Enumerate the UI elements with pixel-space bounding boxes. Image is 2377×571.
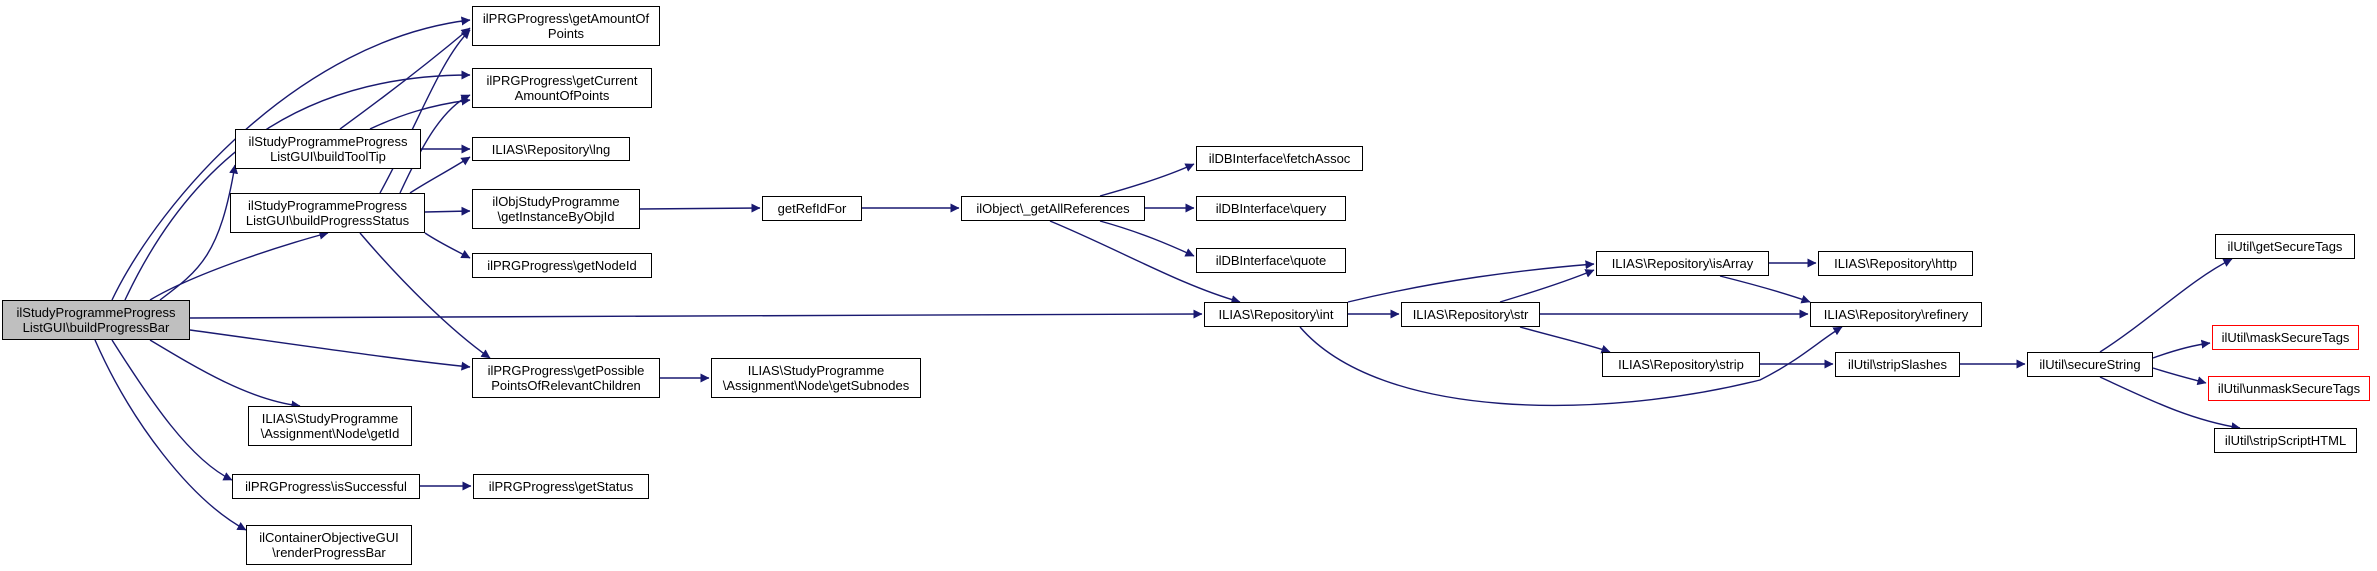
call-edge: [424, 232, 471, 259]
call-edge: [339, 27, 471, 130]
node-getsecuretags[interactable]: ilUtil\getSecureTags: [2215, 234, 2355, 259]
node-getsubnodes[interactable]: ILIAS\StudyProgramme \Assignment\Node\ge…: [711, 358, 921, 398]
node-getcurrentamountofpoints[interactable]: ilPRGProgress\getCurrent AmountOfPoints: [472, 68, 652, 108]
call-edge: [1299, 326, 1843, 407]
node-repository-strip[interactable]: ILIAS\Repository\strip: [1602, 352, 1760, 377]
call-edge: [2152, 367, 2207, 386]
call-edge: [639, 203, 761, 213]
node-dbinterface-query[interactable]: ilDBInterface\query: [1196, 196, 1346, 221]
node-getallreferences[interactable]: ilObject\_getAllReferences: [961, 196, 1145, 221]
node-getamountofpoints[interactable]: ilPRGProgress\getAmountOf Points: [472, 6, 660, 46]
call-edge: [424, 206, 471, 216]
node-repository-str[interactable]: ILIAS\Repository\str: [1401, 302, 1540, 327]
node-getnodeid[interactable]: ilPRGProgress\getNodeId: [472, 253, 652, 278]
node-repository-refinery[interactable]: ILIAS\Repository\refinery: [1810, 302, 1982, 327]
call-edge: [1099, 163, 1195, 197]
call-edge: [409, 156, 471, 194]
node-buildprogressbar[interactable]: ilStudyProgrammeProgress ListGUI\buildPr…: [2, 300, 190, 340]
call-edge: [149, 230, 329, 301]
node-unmasksecuretags[interactable]: ilUtil\unmaskSecureTags: [2208, 376, 2370, 401]
node-getpossiblepoints[interactable]: ilPRGProgress\getPossible PointsOfReleva…: [472, 358, 660, 398]
node-issuccessful[interactable]: ilPRGProgress\isSuccessful: [232, 474, 420, 499]
call-edge: [399, 94, 471, 194]
node-repository-int[interactable]: ILIAS\Repository\int: [1204, 302, 1348, 327]
call-edge: [111, 339, 233, 481]
call-edge: [1519, 326, 1611, 354]
call-edge: [2152, 339, 2211, 359]
node-masksecuretags[interactable]: ilUtil\maskSecureTags: [2212, 325, 2359, 350]
node-buildprogressstatus[interactable]: ilStudyProgrammeProgress ListGUI\buildPr…: [230, 193, 425, 233]
node-node-getid[interactable]: ILIAS\StudyProgramme \Assignment\Node\ge…: [248, 406, 412, 446]
node-getstatus[interactable]: ilPRGProgress\getStatus: [473, 474, 649, 499]
call-edge: [1099, 220, 1195, 257]
call-edge: [189, 309, 1203, 319]
call-edge: [369, 96, 471, 130]
call-edge: [124, 70, 471, 301]
call-edge: [2099, 258, 2233, 353]
node-stripscripthtml[interactable]: ilUtil\stripScriptHTML: [2214, 428, 2357, 453]
call-edge: [1499, 269, 1595, 303]
node-repository-lng[interactable]: ILIAS\Repository\lng: [472, 137, 630, 161]
node-dbinterface-fetchassoc[interactable]: ilDBInterface\fetchAssoc: [1196, 146, 1363, 171]
call-edge: [1719, 275, 1811, 304]
node-dbinterface-quote[interactable]: ilDBInterface\quote: [1196, 248, 1346, 273]
node-buildtooltip[interactable]: ilStudyProgrammeProgress ListGUI\buildTo…: [235, 129, 421, 169]
node-renderprogressbar[interactable]: ilContainerObjectiveGUI \renderProgressB…: [246, 525, 412, 565]
call-edge: [159, 164, 239, 301]
call-edge: [149, 339, 301, 410]
call-edge: [94, 339, 247, 531]
node-repository-isarray[interactable]: ILIAS\Repository\isArray: [1596, 251, 1769, 276]
call-edge: [359, 232, 491, 359]
call-edge: [1049, 220, 1241, 304]
node-repository-http[interactable]: ILIAS\Repository\http: [1818, 251, 1973, 276]
node-stripslashes[interactable]: ilUtil\stripSlashes: [1835, 352, 1960, 377]
call-edge: [189, 329, 471, 371]
node-getrefidfor[interactable]: getRefIdFor: [762, 196, 862, 221]
node-getinstancebyobjid[interactable]: ilObjStudyProgramme \getInstanceByObjId: [472, 189, 640, 229]
node-securestring[interactable]: ilUtil\secureString: [2027, 352, 2153, 377]
call-edge: [1347, 260, 1595, 303]
call-edge: [2099, 376, 2241, 432]
